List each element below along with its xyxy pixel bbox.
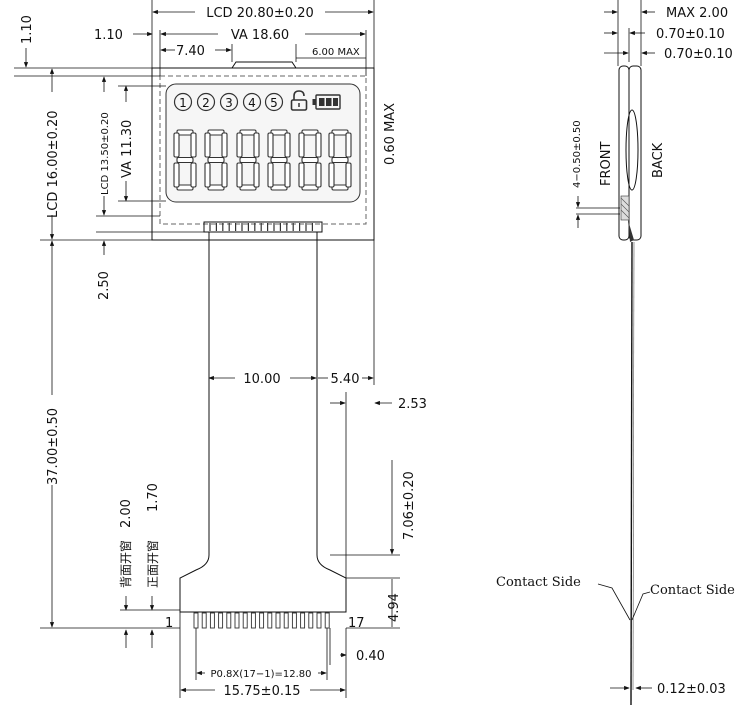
digit-8-segment [328,129,352,191]
digit-1-icon: 1 [173,92,193,112]
lock-icon [290,90,308,111]
tab-max-dim: 6.00 MAX [312,47,360,58]
pin-last-label: 17 [348,616,365,631]
fpc-thickness-dim: 0.12±0.03 [657,682,726,697]
front-label: FRONT [599,142,614,186]
contact-length-dim: 4.94 [387,593,402,622]
lcd-height-dim: LCD 16.00±0.20 [46,110,61,218]
front-view: 1 2 3 4 5 [14,0,427,699]
digit-3-icon: 3 [219,92,239,112]
fpc-tail [179,232,347,613]
va-width-dim: VA 18.60 [231,28,289,43]
liquid-crystal-cell [625,109,639,191]
lcd-inner-dim: LCD 13.50±0.20 [100,112,111,195]
total-width-dim: 15.75±0.15 [223,684,300,699]
contact-side-left-label: Contact Side [496,575,581,590]
fpc-bend [628,220,634,242]
contact-pad [283,612,289,629]
contact-pad [275,612,281,629]
icon-row: 1 2 3 4 5 [173,90,341,112]
contact-pad [201,612,207,629]
fpc-connector [203,221,323,233]
digit-8-segment [236,129,260,191]
view-area-outline [159,75,367,225]
contact-pad [234,612,240,629]
contact-pad [242,612,248,629]
contact-side-right-label: Contact Side [650,583,735,598]
digit-2-icon: 2 [196,92,216,112]
icon-label: 2 [202,96,210,110]
active-area [165,83,361,203]
contact-pad [218,612,224,629]
contact-pad [267,612,273,629]
side-view: MAX 2.00 0.70±0.10 0.70±0.10 FRONT BACK … [496,0,735,705]
fpc-neck-pins [209,223,313,231]
back-window-dim: 2.00 [119,499,134,528]
icon-label: 4 [248,96,256,110]
gap-dim: 2.50 [97,271,112,300]
back-window-label: 背面开窗 [119,540,133,588]
top-margin-dim: 1.10 [20,15,35,44]
fpc-width-dim: 10.00 [243,372,280,387]
contact-pad [324,612,330,629]
icon-label: 5 [270,96,278,110]
fpc-length-dim: 37.00±0.50 [46,408,61,485]
contact-pad [308,612,314,629]
digit-4-icon: 4 [242,92,262,112]
pitch-dim: P0.8X(17−1)=12.80 [210,669,311,680]
contact-pad [193,612,199,629]
offset-dim: 7.40 [176,44,205,59]
contact-pad [316,612,322,629]
digit-8-segment [298,129,322,191]
seven-segment-digits [173,129,352,191]
back-label: BACK [651,142,666,178]
digit-8-segment [173,129,197,191]
fpc-offset-dim: 5.40 [331,372,360,387]
seal-dim: 4−0.50±0.50 [572,120,583,188]
pin-first-label: 1 [165,616,173,631]
pin-end-dim: 0.40 [356,649,385,664]
front-window-label: 正面开窗 [146,540,160,588]
digit-8-segment [267,129,291,191]
lcd-width-dim: LCD 20.80±0.20 [206,6,314,21]
contact-pads [193,612,330,629]
left-margin-dim: 1.10 [94,28,123,43]
contact-pad [259,612,265,629]
back-glass [628,65,642,241]
va-height-dim: VA 11.30 [120,120,135,178]
contact-pad [300,612,306,629]
contact-pad [209,612,215,629]
front-window-dim: 1.70 [146,483,161,512]
contact-pad [291,612,297,629]
fpc-offset2-dim: 2.53 [398,397,427,412]
stiffener-dim: 7.06±0.20 [402,471,417,540]
icon-label: 1 [179,96,187,110]
side-fpc [630,241,633,705]
thickness-max-dim: 0.60 MAX [383,103,398,165]
icon-label: 3 [225,96,233,110]
digit-5-icon: 5 [264,92,284,112]
side-max-thickness-dim: MAX 2.00 [666,6,728,21]
contact-pad [250,612,256,629]
digit-8-segment [204,129,228,191]
glass-thickness-1: 0.70±0.10 [656,27,725,42]
glass-thickness-2: 0.70±0.10 [664,47,733,62]
battery-icon [312,94,341,110]
contact-pad [226,612,232,629]
top-tab [231,61,297,69]
